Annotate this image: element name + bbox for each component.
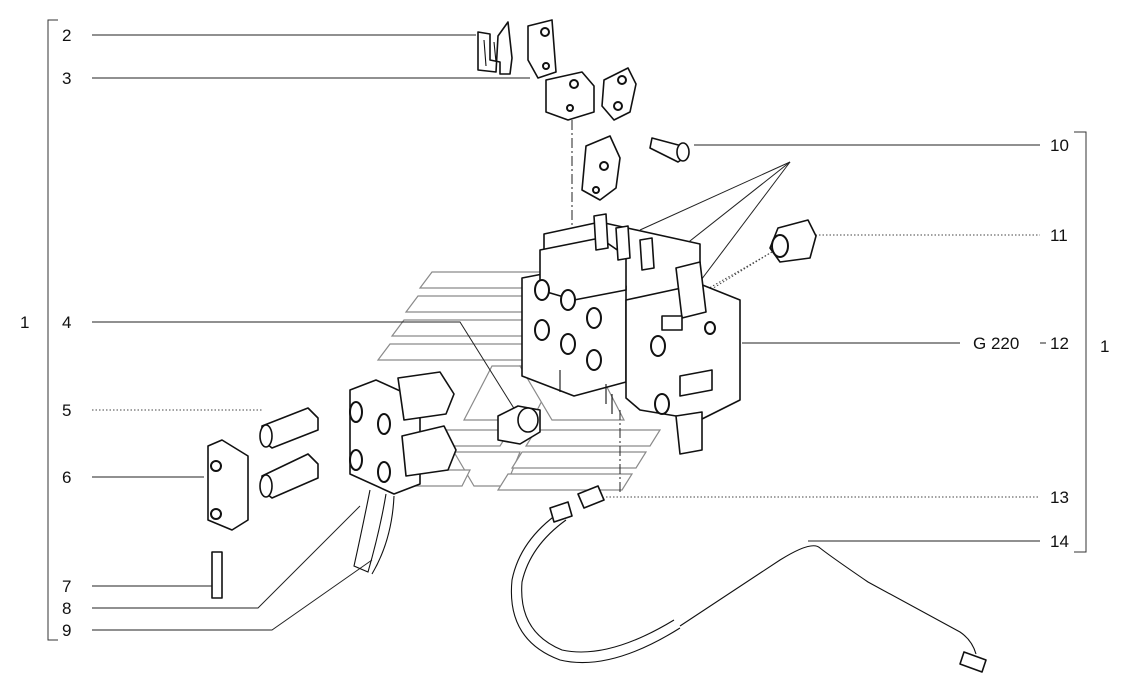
callout-10: 10 xyxy=(1050,136,1069,155)
callout-6: 6 xyxy=(62,468,71,487)
callout-5: 5 xyxy=(62,401,71,420)
part-5-cylinders xyxy=(259,407,319,499)
callout-9: 9 xyxy=(62,621,71,640)
part-8-9-valve-block xyxy=(349,371,457,575)
part-2-clip xyxy=(477,21,513,75)
callout-13: 13 xyxy=(1050,488,1069,507)
part-6-block xyxy=(207,439,249,531)
callout-8: 8 xyxy=(62,599,71,618)
callout-4: 4 xyxy=(62,313,71,332)
part-4-fitting xyxy=(497,405,541,445)
part-11-fitting xyxy=(769,219,817,263)
control-valve-block xyxy=(521,213,741,455)
right-assembly-bracket xyxy=(1074,131,1087,553)
callout-14: 14 xyxy=(1050,532,1069,551)
assembly-label-right: 1 xyxy=(1100,337,1109,356)
reference-code: G 220 xyxy=(973,334,1019,353)
left-assembly-bracket xyxy=(47,19,58,641)
assembly-label-left: 1 xyxy=(20,313,29,332)
callout-3: 3 xyxy=(62,69,71,88)
callout-7: 7 xyxy=(62,577,71,596)
callout-12: 12 xyxy=(1050,334,1069,353)
part-13-fitting xyxy=(577,485,605,509)
part-14-hose xyxy=(510,501,987,673)
assembly-axis-lines xyxy=(571,120,621,495)
callout-2: 2 xyxy=(62,26,71,45)
part-7-tube xyxy=(211,551,223,599)
part-3-bracket xyxy=(527,19,637,201)
callout-11: 11 xyxy=(1050,226,1068,245)
part-10-pin xyxy=(649,137,690,163)
leader-lines-left xyxy=(92,34,530,631)
